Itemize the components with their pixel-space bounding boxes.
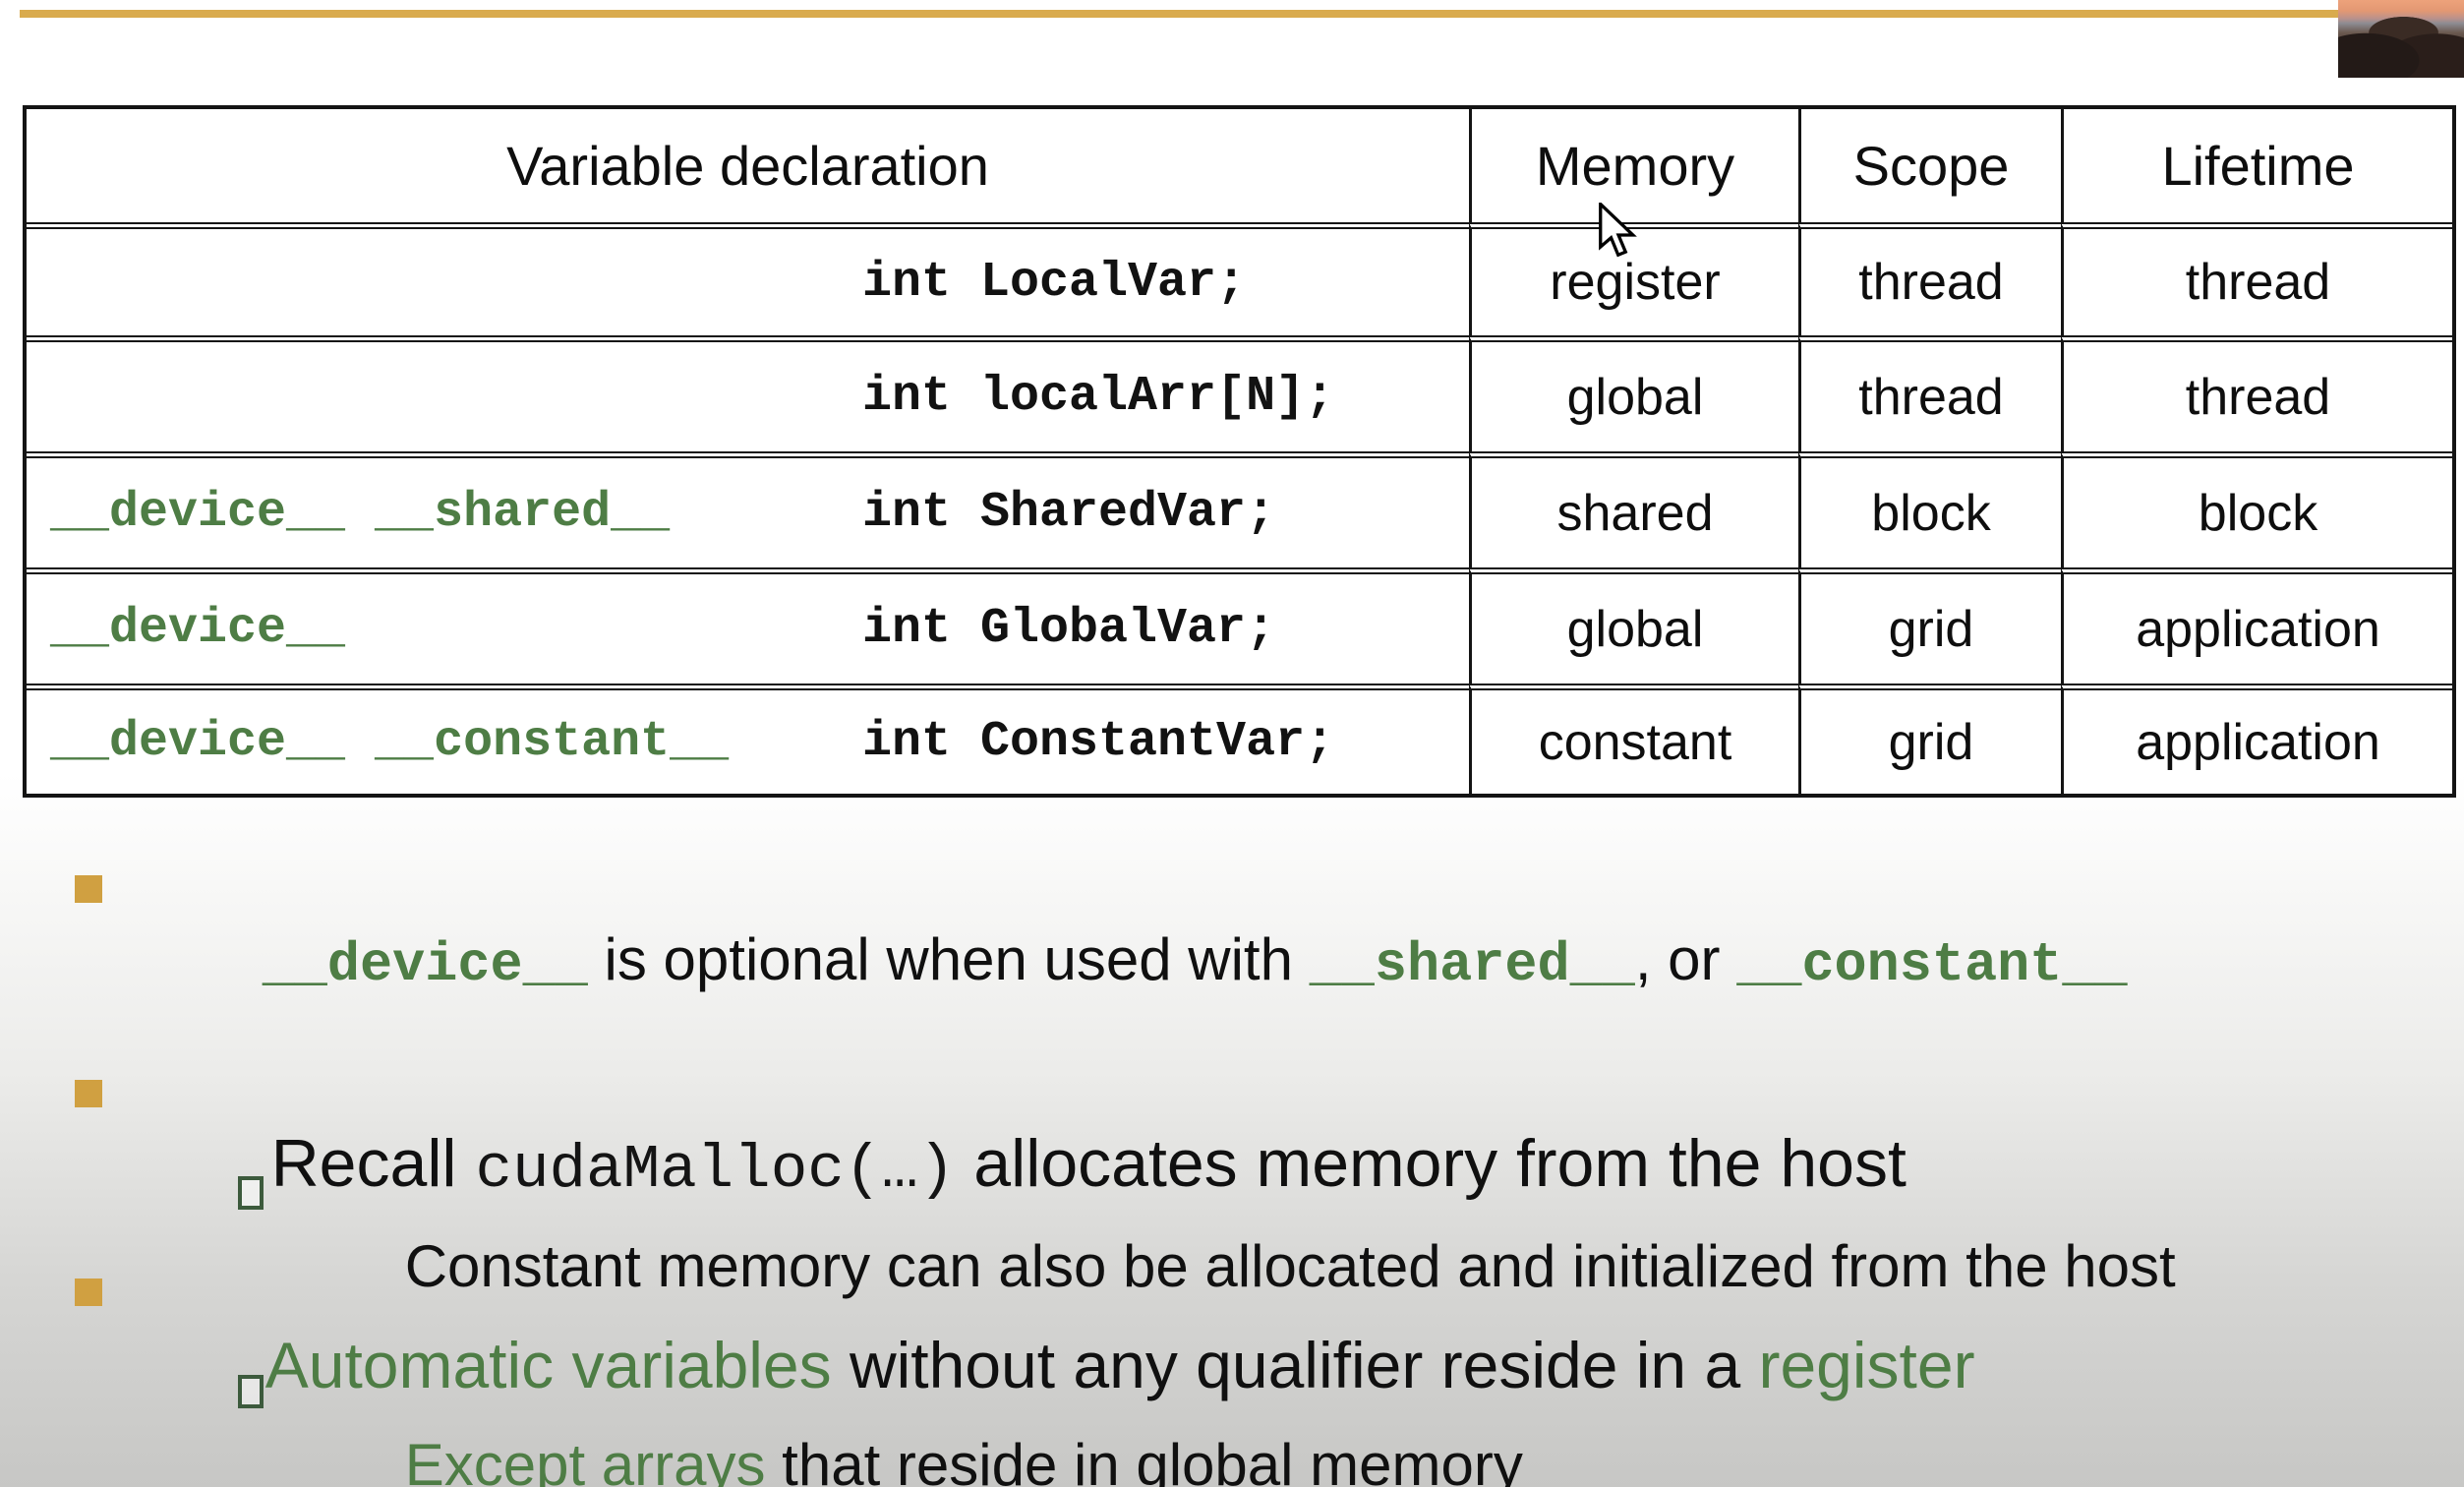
sub-bullet-constant-memory: Constant memory can also be allocated an… [339,1164,2176,1368]
sub-bullet-square-icon [238,1176,264,1210]
row-declaration-code: int LocalVar; [862,254,1247,311]
highlight-register: register [1758,1329,1975,1401]
bullet-text: without any qualifier reside in a [831,1329,1759,1401]
variable-declaration-table: Variable declaration Memory Scope Lifeti… [23,105,2456,798]
bullet-text: , or [1634,926,1737,992]
cell-memory: shared [1469,451,1798,567]
cell-lifetime: application [2061,567,2452,684]
bullet-text: allocates memory from the host [955,1126,1907,1201]
cell-scope: block [1798,451,2061,567]
bullet-text: that reside in global memory [765,1432,1523,1487]
table-row-declaration: int localArr[N]; [27,335,1469,451]
cell-memory: constant [1469,684,1798,794]
row-qualifiers: __device__ __shared__ [50,485,671,541]
bullet-square-icon [75,1279,102,1306]
table-row-declaration: __device__ __shared__ int SharedVar; [27,451,1469,567]
sunset-photo-thumbnail [2338,0,2464,78]
cell-scope: thread [1798,335,2061,451]
keyword-constant: __constant__ [1736,934,2128,996]
sub-bullet-square-icon [238,1375,264,1408]
cell-scope: thread [1798,222,2061,335]
highlight-except-arrays: Except arrays [404,1432,766,1487]
row-declaration-code: int ConstantVar; [862,714,1335,770]
cell-lifetime: block [2061,451,2452,567]
bullet-square-icon [75,875,102,903]
cell-scope: grid [1798,567,2061,684]
bullet-text: Recall [270,1126,476,1201]
table-row-declaration: int LocalVar; [27,222,1469,335]
cell-memory: global [1469,335,1798,451]
table-row-declaration: __device__ int GlobalVar; [27,567,1469,684]
cell-scope: grid [1798,684,2061,794]
cell-lifetime: thread [2061,222,2452,335]
highlight-automatic-variables: Automatic variables [264,1329,832,1401]
bullet-recall-cudamalloc: Recall cudaMalloc(…) allocates memory fr… [197,1048,1907,1281]
row-qualifiers: __device__ [50,601,346,657]
header-lifetime: Lifetime [2061,109,2452,222]
cell-lifetime: thread [2061,335,2452,451]
keyword-device: __device__ [262,934,588,996]
top-gold-divider [20,10,2338,18]
sub-bullet-except-arrays: Except arrays that reside in global memo… [339,1363,1523,1487]
bullet-text: Constant memory can also be allocated an… [404,1233,2176,1299]
header-memory: Memory [1469,109,1798,222]
bullet-square-icon [75,1080,102,1107]
cell-memory: global [1469,567,1798,684]
table-row-declaration: __device__ __constant__ int ConstantVar; [27,684,1469,794]
bullet-device-optional: __device__ is optional when used with __… [197,858,2128,1064]
row-declaration-code: int SharedVar; [862,485,1276,541]
bullet-automatic-variables: Automatic variables without any qualifie… [197,1253,1975,1477]
cell-lifetime: application [2061,684,2452,794]
bullet-text: is optional when used with [587,926,1310,992]
mouse-cursor-icon [1599,203,1637,258]
header-variable-declaration: Variable declaration [506,135,989,197]
cell-memory: register [1469,222,1798,335]
keyword-shared: __shared__ [1309,934,1635,996]
row-declaration-code: int GlobalVar; [862,601,1276,657]
header-scope: Scope [1798,109,2061,222]
row-qualifiers: __device__ __constant__ [50,714,730,770]
row-declaration-code: int localArr[N]; [862,369,1335,425]
code-cudamalloc: cudaMalloc(…) [475,1135,956,1205]
